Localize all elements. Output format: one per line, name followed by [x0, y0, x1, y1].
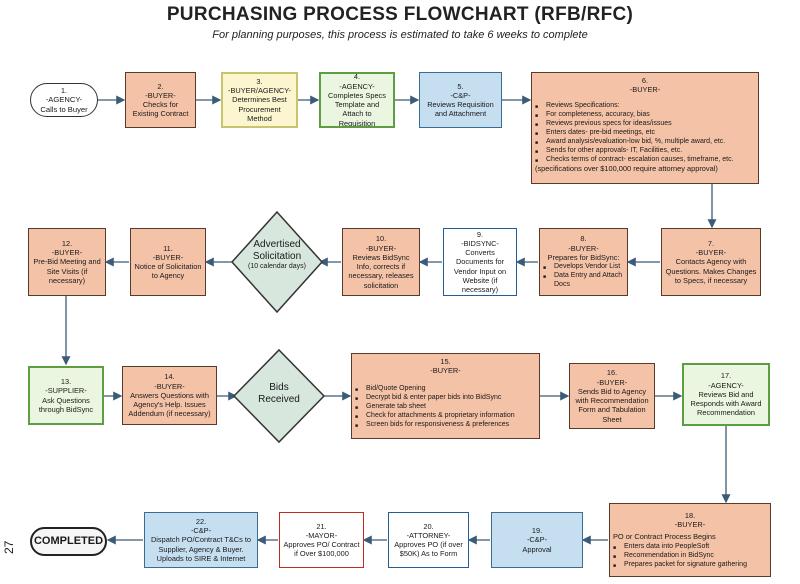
- step-20-box: 20. -ATTORNEY- Approves PO (if over $50K…: [388, 512, 469, 568]
- step-6-box: 6. -BUYER- Reviews Specifications: For c…: [531, 72, 759, 184]
- step-5-box: 5. -C&P- Reviews Requisition and Attachm…: [419, 72, 502, 128]
- page-number: 27: [2, 540, 16, 554]
- decision-bids-shape: [232, 348, 326, 444]
- step-9-box: 9. -BIDSYNC- Converts Documents for Vend…: [443, 228, 517, 296]
- step-19-box: 19. -C&P- Approval: [491, 512, 583, 568]
- step-2-box: 2. -BUYER- Checks for Existing Contract: [125, 72, 196, 128]
- step-14-box: 14. -BUYER- Answers Questions with Agenc…: [122, 366, 217, 425]
- completed-terminal: COMPLETED: [30, 527, 107, 556]
- step-17-box: 17. -AGENCY- Reviews Bid and Responds wi…: [682, 363, 770, 426]
- step-22-box: 22. -C&P- Dispatch PO/Contract T&Cs to S…: [144, 512, 258, 568]
- step-16-box: 16. -BUYER- Sends Bid to Agency with Rec…: [569, 363, 655, 429]
- page-subtitle: For planning purposes, this process is e…: [212, 29, 588, 41]
- step-18-box: 18. -BUYER- PO or Contract Process Begin…: [609, 503, 771, 577]
- step-12-box: 12. -BUYER- Pre-Bid Meeting and Site Vis…: [28, 228, 106, 296]
- step-15-list: Bid/Quote Opening Decrypt bid & enter pa…: [355, 384, 536, 433]
- step-3-box: 3. -BUYER/AGENCY- Determines Best Procur…: [221, 72, 298, 128]
- step-11-box: 11. -BUYER- Notice of Solicitation to Ag…: [130, 228, 206, 296]
- step-6-list: Reviews Specifications: For completeness…: [535, 101, 755, 168]
- step-10-box: 10. -BUYER- Reviews BidSync Info, correc…: [342, 228, 420, 296]
- page-title: PURCHASING PROCESS FLOWCHART (RFB/RFC): [166, 4, 634, 25]
- step-13-box: 13. -SUPPLIER- Ask Questions through Bid…: [28, 366, 104, 425]
- decision-advertised-shape: [230, 210, 324, 314]
- decision-advertised: Advertised Solicitation (10 calendar day…: [248, 239, 306, 270]
- step-1-terminal: 1. -AGENCY- Calls to Buyer: [30, 83, 98, 117]
- decision-bids: Bids Received: [258, 382, 300, 405]
- step-6-note: (specifications over $100,000 require at…: [535, 164, 718, 174]
- step-8-list: Develops Vendor List Data Entry and Atta…: [543, 262, 624, 289]
- step-15-box: 15. -BUYER- Bid/Quote Opening Decrypt bi…: [351, 353, 540, 439]
- step-7-box: 7. -BUYER- Contacts Agency with Question…: [661, 228, 761, 296]
- step-21-box: 21. -MAYOR- Approves PO/ Contract if Ove…: [279, 512, 364, 568]
- step-4-box: 4. -AGENCY- Completes Specs Template and…: [319, 72, 395, 128]
- step-18-list: Enters data into PeopleSoft Recommendati…: [613, 542, 767, 572]
- step-8-box: 8. -BUYER- Prepares for BidSync: Develop…: [539, 228, 628, 296]
